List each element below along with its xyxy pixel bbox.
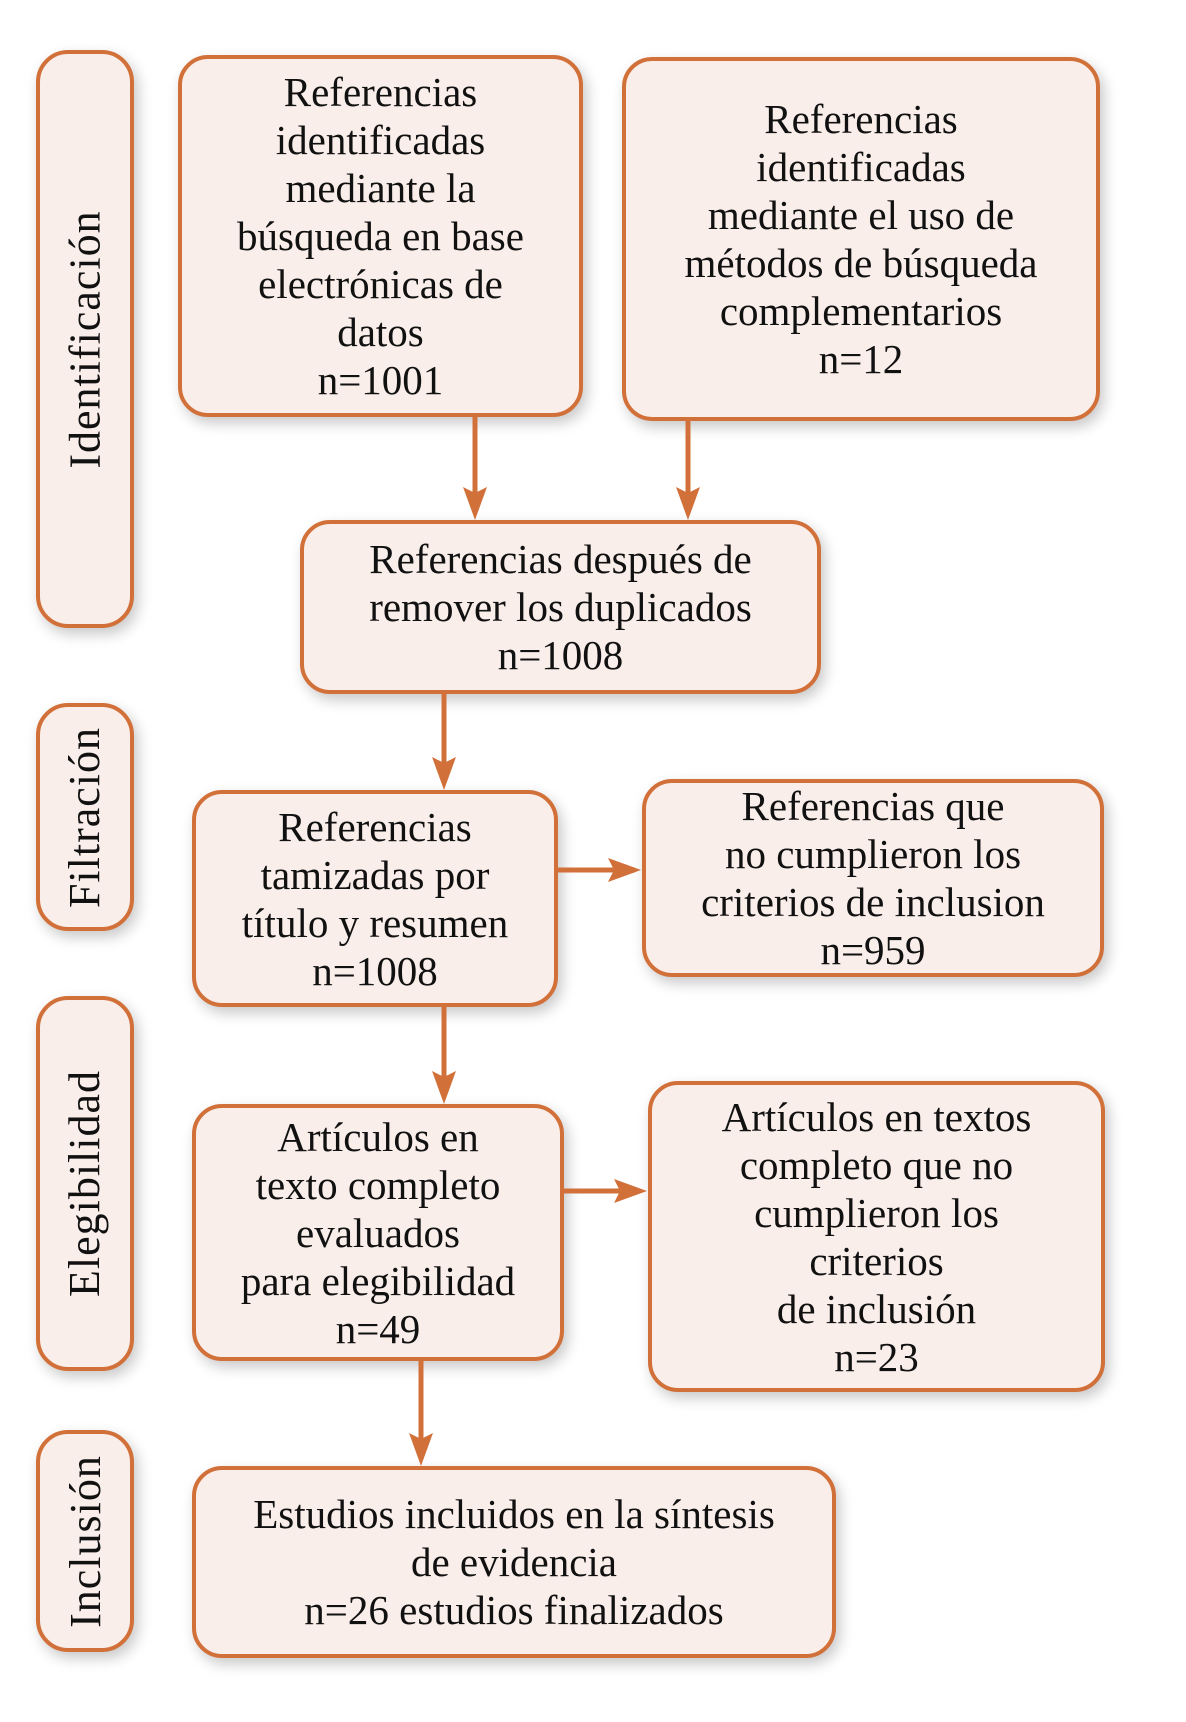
box-line: búsqueda en base [237, 213, 524, 259]
box-line: Estudios incluidos en la síntesis [253, 1491, 775, 1537]
box-line: de inclusión [776, 1285, 977, 1332]
box-line: datos [337, 309, 424, 355]
box-line: título y resumen [241, 899, 509, 946]
box-line: cumplieron los [754, 1189, 999, 1236]
arrow-screened-to-excluded [558, 858, 641, 882]
box-count: n=26 estudios finalizados [304, 1587, 724, 1633]
box-count: n=1008 [497, 632, 624, 678]
box-line: texto completo [255, 1161, 501, 1208]
box-screened: Referencias tamizadas por título y resum… [192, 790, 558, 1007]
box-line: de evidencia [410, 1539, 618, 1585]
box-line: complementarios [719, 288, 1003, 334]
box-included: Estudios incluidos en la síntesis de evi… [192, 1466, 836, 1658]
stage-eligibility: Elegibilidad [36, 996, 134, 1371]
box-count: n=1001 [317, 357, 444, 403]
box-line: Referencias después de [369, 536, 752, 582]
arrow-databases-to-deduplicated [463, 417, 487, 520]
box-count: n=23 [834, 1333, 919, 1380]
box-excluded-screening: Referencias que no cumplieron los criter… [642, 779, 1104, 977]
box-line: métodos de búsqueda [684, 240, 1038, 286]
box-count: n=12 [818, 336, 904, 382]
stage-inclusion-label: Inclusión [60, 1454, 110, 1628]
box-other-methods: Referencias identificadas mediante el us… [622, 57, 1100, 421]
box-count: n=49 [335, 1305, 421, 1352]
box-deduplicated: Referencias después de remover los dupli… [300, 520, 821, 694]
box-line: no cumplieron los [724, 831, 1022, 877]
box-count: n=959 [820, 927, 926, 973]
stage-identification: Identificación [36, 50, 134, 628]
box-count: n=1008 [312, 947, 438, 994]
arrow-deduplicated-to-screened [432, 694, 456, 790]
box-line: para elegibilidad [240, 1257, 516, 1304]
box-line: identificadas [275, 117, 486, 163]
box-line: evaluados [296, 1209, 460, 1256]
box-line: Artículos en textos [721, 1093, 1032, 1140]
box-line: Artículos en [277, 1113, 479, 1160]
box-excluded-full-text: Artículos en textos completo que no cump… [648, 1081, 1105, 1392]
box-line: criterios [809, 1237, 944, 1284]
box-line: tamizadas por [260, 851, 490, 898]
box-line: mediante la [285, 165, 476, 211]
box-line: mediante el uso de [707, 192, 1015, 238]
box-full-text: Artículos en texto completo evaluados pa… [192, 1104, 564, 1361]
arrow-screened-to-full-text [432, 1007, 456, 1104]
arrow-full-text-to-excluded [564, 1179, 647, 1203]
box-line: criterios de inclusion [701, 879, 1045, 925]
stage-eligibility-label: Elegibilidad [60, 1069, 110, 1298]
stage-inclusion: Inclusión [36, 1430, 134, 1652]
stage-screening: Filtración [36, 703, 134, 931]
arrow-full-text-to-included [409, 1361, 433, 1466]
box-line: electrónicas de [258, 261, 503, 307]
box-line: Referencias que [741, 783, 1005, 829]
arrow-other-to-deduplicated [676, 421, 700, 520]
stage-screening-label: Filtración [60, 726, 110, 908]
box-line: remover los duplicados [369, 584, 752, 630]
box-line: Referencias [764, 96, 958, 142]
box-line: completo que no [739, 1141, 1014, 1188]
box-line: identificadas [756, 144, 966, 190]
box-line: Referencias [278, 803, 472, 850]
box-line: Referencias [283, 69, 478, 115]
box-database-search: Referencias identificadas mediante la bú… [178, 55, 583, 417]
stage-identification-label: Identificación [60, 209, 110, 469]
